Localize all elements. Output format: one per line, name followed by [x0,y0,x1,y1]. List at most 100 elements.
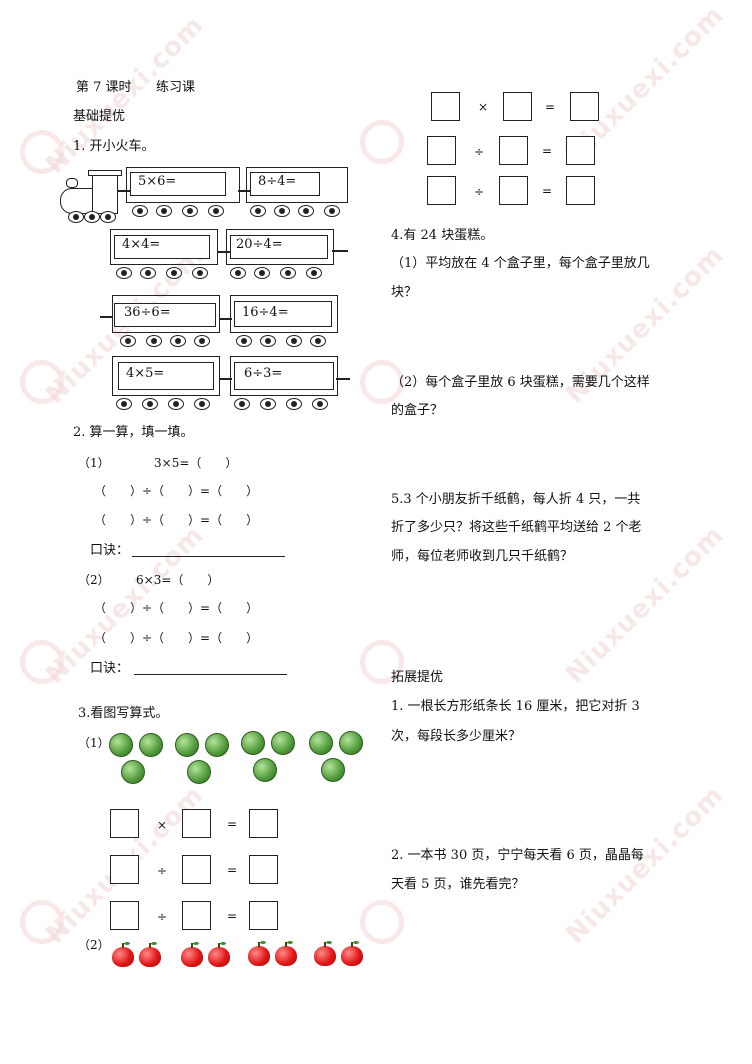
watermark-logo [20,640,64,684]
q3-p2-box-7[interactable] [427,176,456,205]
equals-sign: = [227,817,238,831]
q2-p2-label: （2） [78,573,110,587]
q4-p1-line2: 块？ [391,285,418,300]
apple-icon [341,941,363,966]
e2-line2: 天看 5 页，谁先看完？ [391,877,525,892]
q2-p1-answer-line [132,556,285,557]
q3-p1-box-9[interactable] [249,901,278,930]
q4-p1-line1: （1）平均放在 4 个盒子里，每个盒子里放几 [391,256,650,271]
watermelon-icon [121,760,145,784]
wagon-4: 20÷4= [226,229,350,281]
divide-sign: ÷ [157,864,168,878]
q5-line1: 5.3 个小朋友折千纸鹤，每人折 4 只，一共 [391,492,641,507]
times-sign: × [157,818,168,832]
watermelon-icon [241,731,265,755]
q3-p2-box-8[interactable] [499,176,528,205]
watermelon-icon [109,733,133,757]
equals-sign: = [542,184,553,198]
q3-p1-box-5[interactable] [182,855,211,884]
watermelon-icon [139,733,163,757]
q3-p2-box-6[interactable] [566,136,595,165]
q5-line2: 折了多少只？将这些千纸鹤平均送给 2 个老 [391,520,642,535]
q3-p2-box-9[interactable] [566,176,595,205]
apple-icon [208,942,230,967]
watermelon-icon [309,731,333,755]
q2-p2-answer-line [134,674,287,675]
q3-p1-box-4[interactable] [110,855,139,884]
equals-sign: = [227,909,238,923]
watermelon-icon [253,758,277,782]
wagon-5-expr: 36÷6= [124,305,171,320]
divide-sign: ÷ [474,185,485,199]
q3-p1-box-6[interactable] [249,855,278,884]
wagon-4-expr: 20÷4= [236,237,283,252]
wagon-1: 5×6= [126,167,242,219]
q4-p2-line1: （2）每个盒子里放 6 块蛋糕，需要几个这样 [391,375,650,390]
q2-p1-row1: （ ）÷（ ）=（ ） [94,484,259,498]
e2-line1: 2. 一本书 30 页，宁宁每天看 6 页，晶晶每 [391,848,644,863]
q3-p1-box-3[interactable] [249,809,278,838]
watermelon-icon [187,760,211,784]
q2-p1-label: （1） [78,456,110,470]
q3-p2-box-5[interactable] [499,136,528,165]
q2-p2-row2: （ ）÷（ ）=（ ） [94,631,259,645]
q3-p2-box-4[interactable] [427,136,456,165]
apple-icon [248,941,270,966]
q2-p2-koujue: 口诀： [90,661,130,676]
equals-sign: = [545,100,556,114]
apple-icon [139,942,161,967]
wagon-6: 16÷4= [230,295,342,349]
q2-p2-expr: 6×3=（ ） [136,573,220,587]
apple-icon [112,942,134,967]
q3-p2-box-1[interactable] [431,92,460,121]
section-ext: 拓展提优 [391,670,444,685]
watermelon-icon [175,733,199,757]
wagon-7: 4×5= [112,356,224,412]
wagon-2-expr: 8÷4= [258,174,297,189]
q3-p2-box-3[interactable] [570,92,599,121]
watermark-logo [360,900,404,944]
q2-p1-expr: 3×5=（ ） [154,456,238,470]
lesson-title: 第 7 课时 [76,80,132,95]
wagon-2: 8÷4= [246,167,352,219]
divide-sign: ÷ [157,910,168,924]
q3-p1-box-7[interactable] [110,901,139,930]
watermelon-icon [271,731,295,755]
q1-title: 1. 开小火车。 [73,139,155,154]
q4-title: 4.有 24 块蛋糕。 [391,228,494,243]
q2-p1-koujue: 口诀： [90,543,130,558]
q3-p1-box-1[interactable] [110,809,139,838]
q2-p1-row2: （ ）÷（ ）=（ ） [94,513,259,527]
lesson-subtitle: 练习课 [156,80,196,95]
times-sign: × [478,100,489,114]
locomotive-icon [58,168,122,224]
watermelon-icon [321,758,345,782]
watermelon-icon [339,731,363,755]
apple-icon [275,941,297,966]
wagon-5: 36÷6= [112,295,224,349]
equals-sign: = [542,144,553,158]
watermark-logo [20,900,64,944]
q4-p2-line2: 的盒子？ [391,403,444,418]
q3-p1-label: （1） [78,736,110,750]
watermelon-icon [205,733,229,757]
wagon-8-expr: 6÷3= [244,366,283,381]
divide-sign: ÷ [474,145,485,159]
watermark-logo [20,360,64,404]
q3-title: 3.看图写算式。 [78,706,169,721]
e1-line1: 1. 一根长方形纸条长 16 厘米，把它对折 3 [391,699,640,714]
watermark-text: Niuxuexi.com [560,520,730,690]
equals-sign: = [227,863,238,877]
wagon-8: 6÷3= [230,356,350,412]
watermark-text: Niuxuexi.com [560,780,730,950]
section-basic: 基础提优 [73,109,126,124]
q5-line3: 师，每位老师收到几只千纸鹤？ [391,549,574,564]
e1-line2: 次，每段长多少厘米？ [391,729,522,744]
q3-p1-box-8[interactable] [182,901,211,930]
q3-p2-box-2[interactable] [503,92,532,121]
q2-title: 2. 算一算，填一填。 [73,425,194,440]
q3-p1-box-2[interactable] [182,809,211,838]
q3-p2-label: （2） [78,938,110,952]
wagon-6-expr: 16÷4= [242,305,289,320]
q2-p2-row1: （ ）÷（ ）=（ ） [94,601,259,615]
